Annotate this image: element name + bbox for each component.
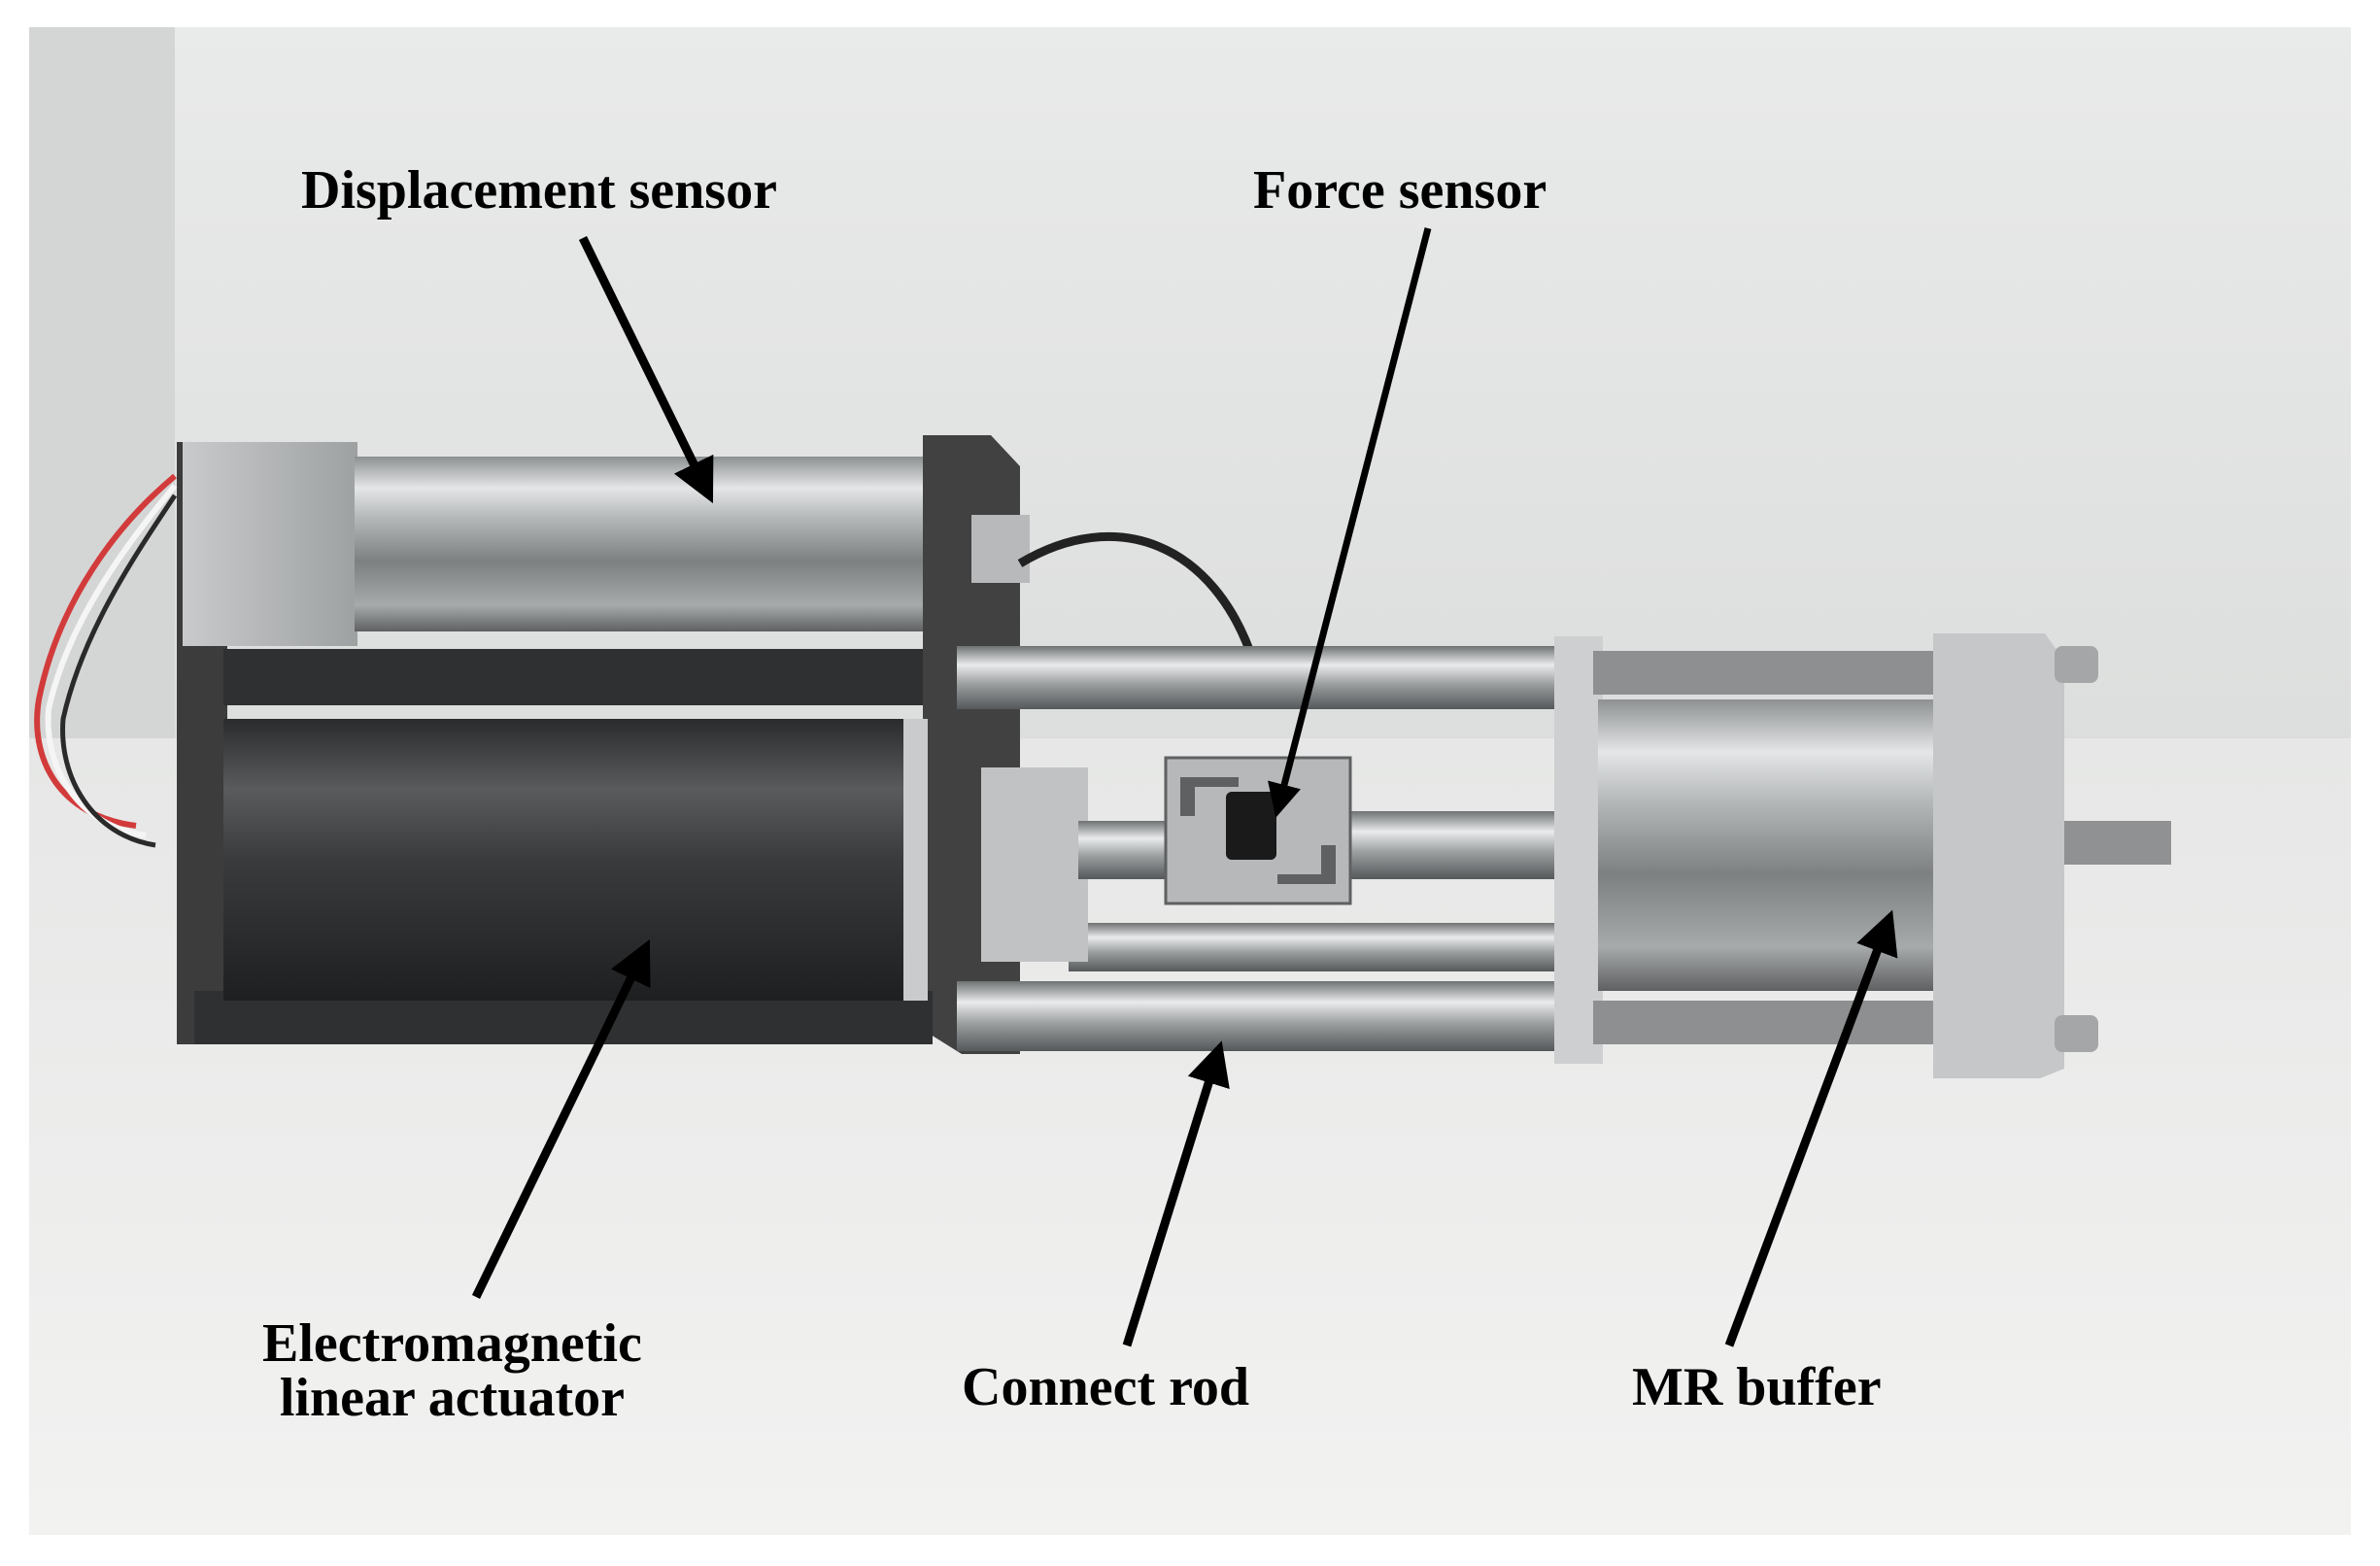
shaft-left — [1078, 821, 1166, 879]
sensor-cable — [1017, 531, 1258, 663]
right-end-plate — [1933, 633, 2064, 1078]
threaded-rod-top-left — [223, 649, 923, 705]
bracket — [981, 767, 1088, 962]
guide-rod-top — [957, 646, 1559, 709]
label-displacement-sensor: Displacement sensor — [301, 160, 777, 221]
label-actuator-line2: linear actuator — [279, 1368, 625, 1428]
wires — [34, 473, 177, 829]
connect-rod-bottom — [957, 981, 1559, 1051]
actuator-cylinder — [223, 719, 923, 1001]
right-inner-plate — [1554, 636, 1603, 1064]
shaft-right — [1350, 811, 1554, 879]
guide-rod-lower — [1069, 923, 1559, 971]
displacement-sensor-cylinder — [355, 457, 933, 631]
label-actuator-line1: Electromagnetic — [262, 1313, 642, 1374]
sensor-block — [183, 442, 357, 646]
label-electromagnetic-linear-actuator: Electromagnetic linear actuator — [262, 1316, 642, 1425]
arrow-actuator — [471, 938, 651, 1299]
end-shaft — [2064, 821, 2171, 865]
arrow-displacement-sensor — [578, 236, 714, 504]
label-mr-buffer: MR buffer — [1632, 1357, 1882, 1417]
arrow-mr-buffer — [1724, 909, 1898, 1347]
arrow-force-sensor — [1268, 227, 1432, 818]
label-force-sensor: Force sensor — [1253, 160, 1547, 221]
arrow-connect-rod — [1122, 1040, 1230, 1347]
label-connect-rod: Connect rod — [962, 1357, 1250, 1417]
